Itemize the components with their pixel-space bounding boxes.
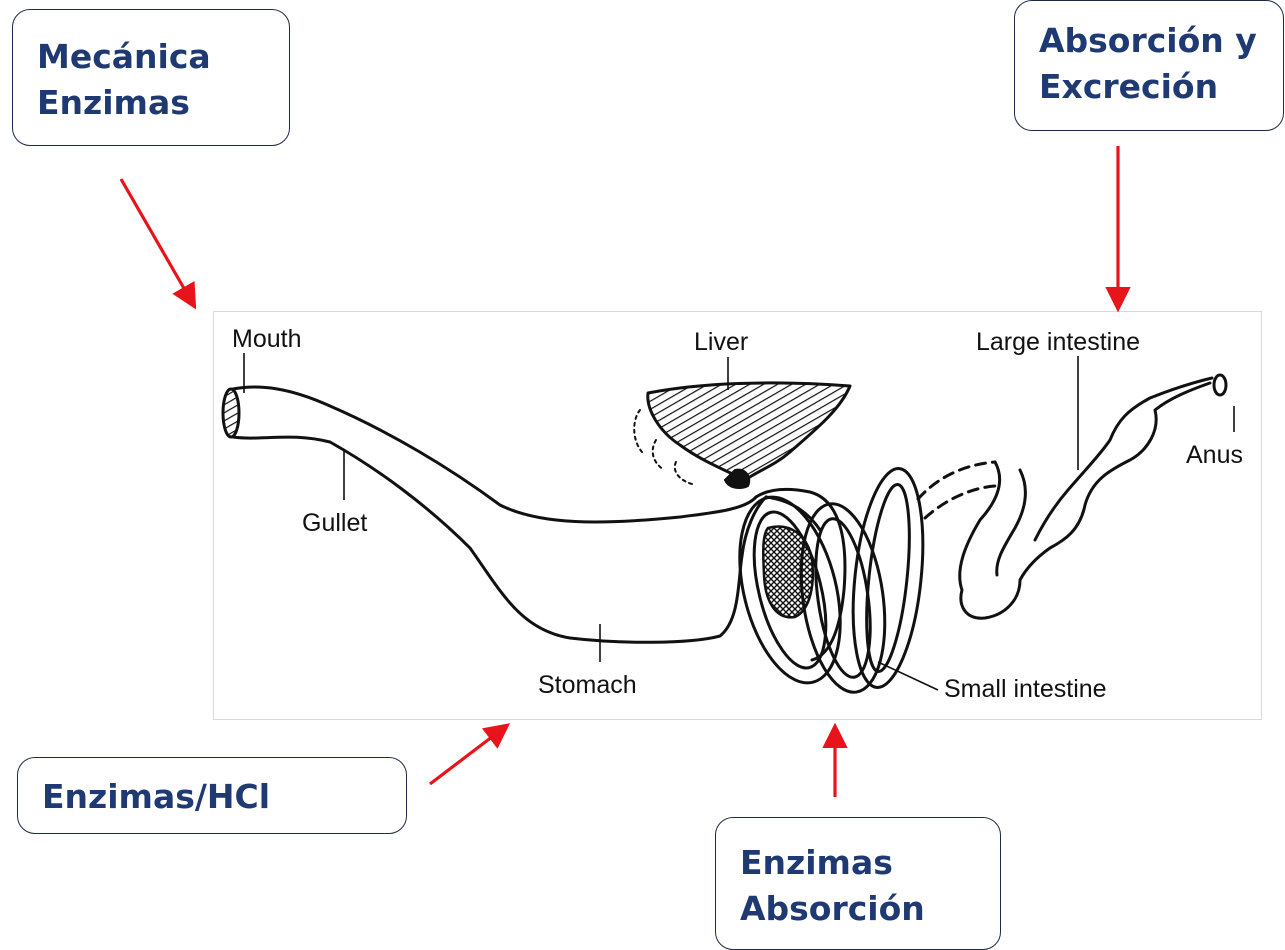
label-liver: Liver bbox=[694, 328, 748, 356]
tract-drawing bbox=[223, 375, 1226, 698]
label-gullet: Gullet bbox=[302, 509, 367, 537]
mouth-shape bbox=[223, 389, 239, 437]
label-small-intestine: Small intestine bbox=[944, 675, 1107, 703]
large-intestine-shape bbox=[960, 383, 1210, 618]
liver-shape bbox=[648, 383, 850, 480]
gullet-stomach-lower bbox=[233, 437, 766, 642]
label-large-intestine: Large intestine bbox=[976, 328, 1140, 356]
dashed-connection bbox=[918, 462, 995, 518]
arrow-to-stomach bbox=[430, 727, 505, 784]
label-anus: Anus bbox=[1186, 441, 1243, 469]
label-mouth: Mouth bbox=[232, 325, 301, 353]
label-stomach: Stomach bbox=[538, 671, 637, 699]
anus-shape bbox=[1214, 375, 1226, 395]
arrow-to-mouth bbox=[121, 179, 193, 304]
organ-labels: Mouth Gullet Liver Stomach Small intesti… bbox=[232, 325, 1243, 703]
